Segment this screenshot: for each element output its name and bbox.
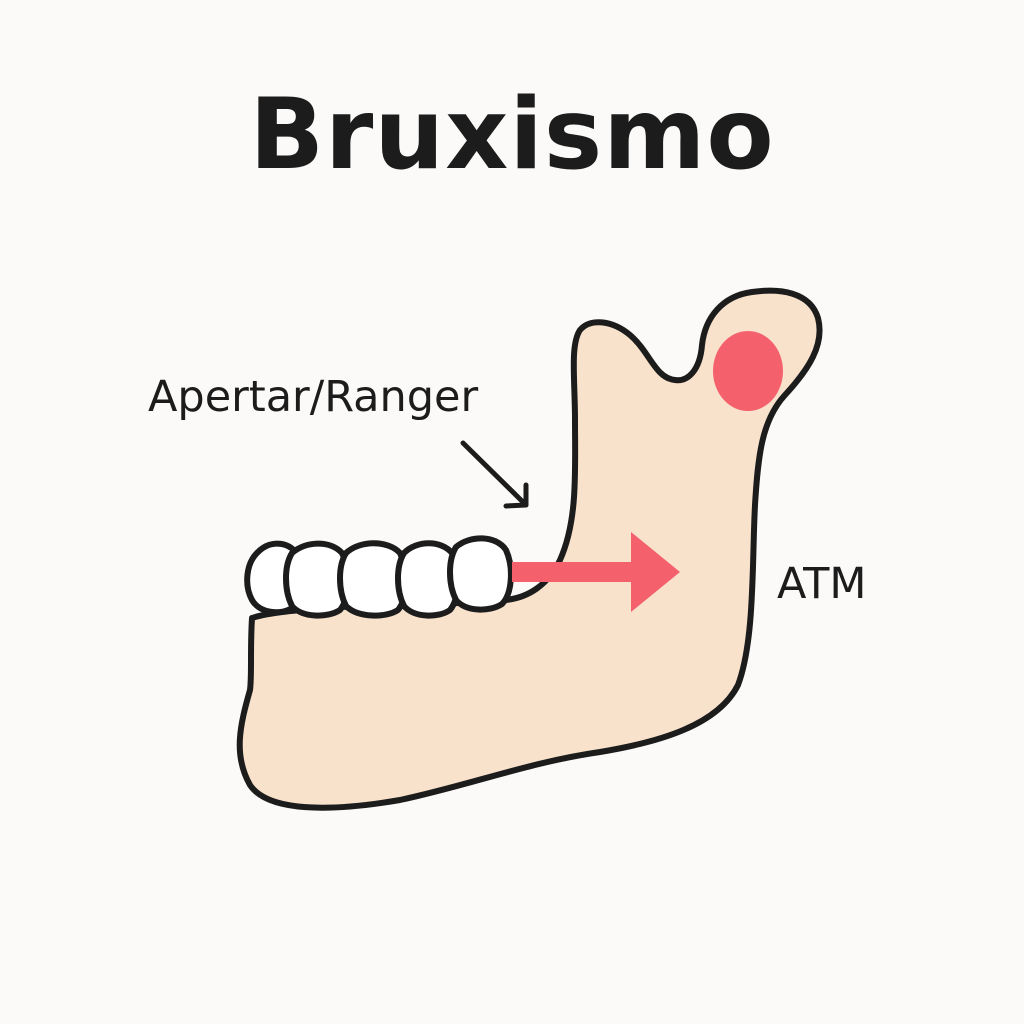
arrow-down-right-icon — [460, 440, 529, 509]
tooth-molar-1 — [283, 540, 351, 619]
tmj-label: ATM — [777, 559, 867, 609]
force-arrow-shaft — [512, 562, 638, 582]
pointer-arrow-head — [503, 482, 529, 509]
diagram-title: Bruxismo — [249, 78, 775, 192]
arrow-right-icon — [512, 532, 680, 612]
mandible-shape — [236, 287, 823, 811]
tooth-premolar-1 — [395, 540, 461, 619]
tooth-front — [447, 535, 514, 613]
force-arrow-head — [631, 532, 680, 612]
inflamed-joint-spot — [713, 331, 783, 411]
pointer-arrow-shaft — [460, 440, 529, 508]
clench-grind-label: Apertar/Ranger — [148, 372, 479, 422]
tooth-molar-2 — [337, 540, 409, 619]
teeth — [244, 535, 514, 619]
